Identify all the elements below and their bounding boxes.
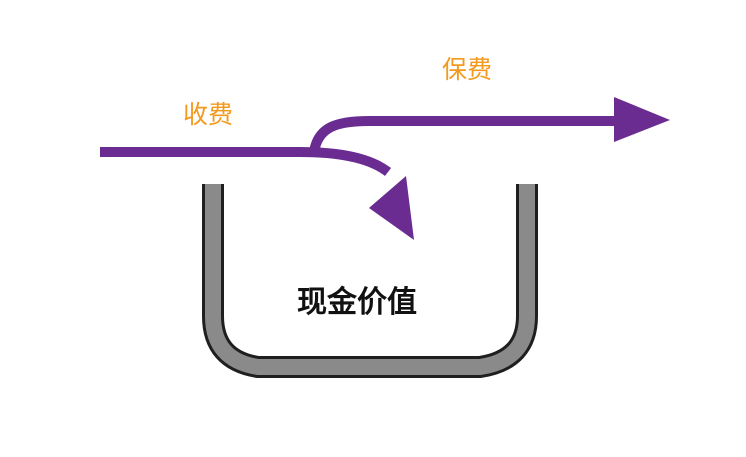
fee-arrow-path: [100, 147, 392, 177]
container-shape: [202, 184, 538, 378]
fee-arrow-group: [100, 147, 414, 240]
premium-arrow-group: [309, 97, 670, 154]
premium-label: 保费: [442, 55, 492, 84]
cash-value-label: 现金价值: [297, 285, 417, 320]
fee-arrow-head: [369, 176, 414, 240]
container-outline: [202, 184, 538, 378]
premium-arrow-head: [614, 97, 670, 142]
premium-arrow-path: [309, 116, 617, 154]
fee-label: 收费: [183, 100, 233, 129]
container-inner-fill: [205, 184, 535, 375]
